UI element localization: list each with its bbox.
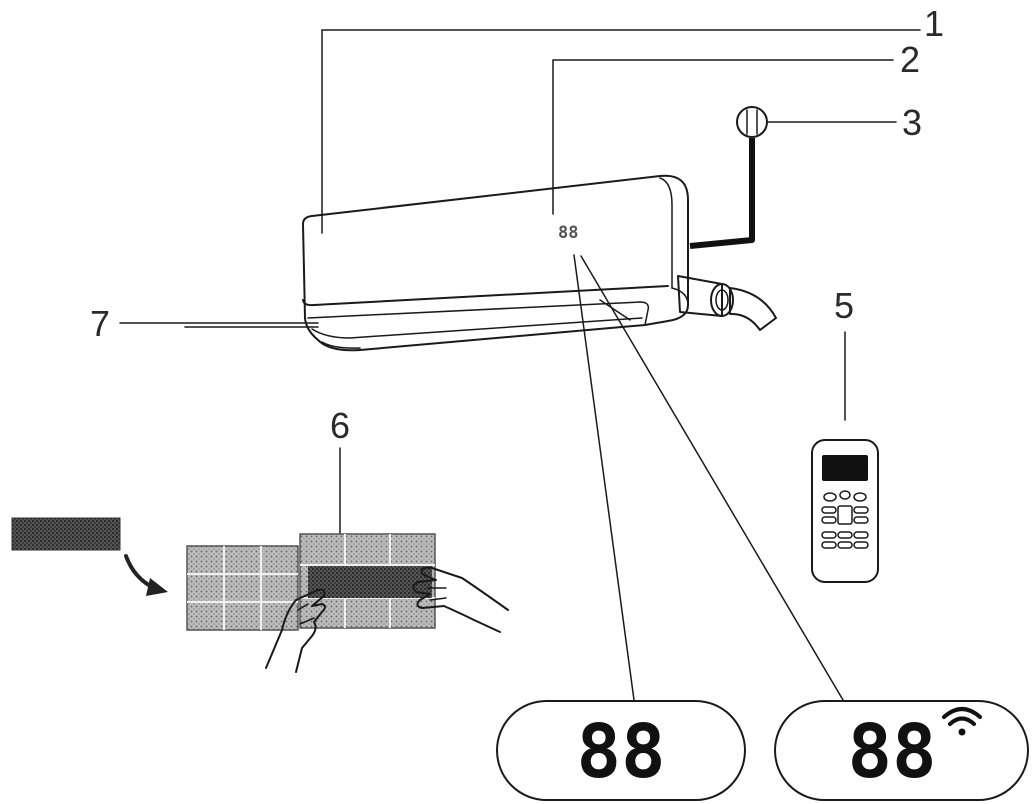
- air-filter-left: [186, 545, 299, 631]
- display-pointer-right: [580, 255, 844, 701]
- callout-7: 7: [90, 303, 110, 344]
- callout-2: 2: [900, 39, 920, 80]
- display-digits-standard: 88: [576, 709, 665, 795]
- display-panel-wifi: 88: [774, 700, 1029, 801]
- left-hand: [265, 588, 326, 673]
- callout-6: 6: [330, 405, 350, 446]
- filter-strip: [11, 517, 121, 551]
- display-panel-standard: 88: [496, 700, 746, 801]
- remote-control: [811, 439, 879, 583]
- display-pointer-left: [573, 254, 635, 701]
- remote-buttons: [821, 490, 869, 549]
- unit-display-digits: 88: [558, 223, 578, 243]
- power-cable: [689, 138, 755, 249]
- wifi-icon: [942, 707, 982, 736]
- leader-line-2: [552, 59, 894, 215]
- air-filter-right: [299, 533, 436, 629]
- callout-3: 3: [902, 102, 922, 143]
- indoor-unit: 88: [302, 174, 689, 352]
- callout-5: 5: [834, 285, 854, 326]
- side-pipe: [677, 275, 777, 331]
- right-hand: [412, 566, 509, 633]
- leader-line-1: [321, 29, 921, 234]
- display-digits-wifi: 88: [847, 709, 936, 795]
- power-plug: [736, 106, 768, 138]
- remote-screen: [822, 455, 868, 481]
- insert-arrow-icon: [124, 554, 168, 596]
- callout-1: 1: [924, 3, 944, 44]
- carbon-filter-insert: [308, 566, 432, 598]
